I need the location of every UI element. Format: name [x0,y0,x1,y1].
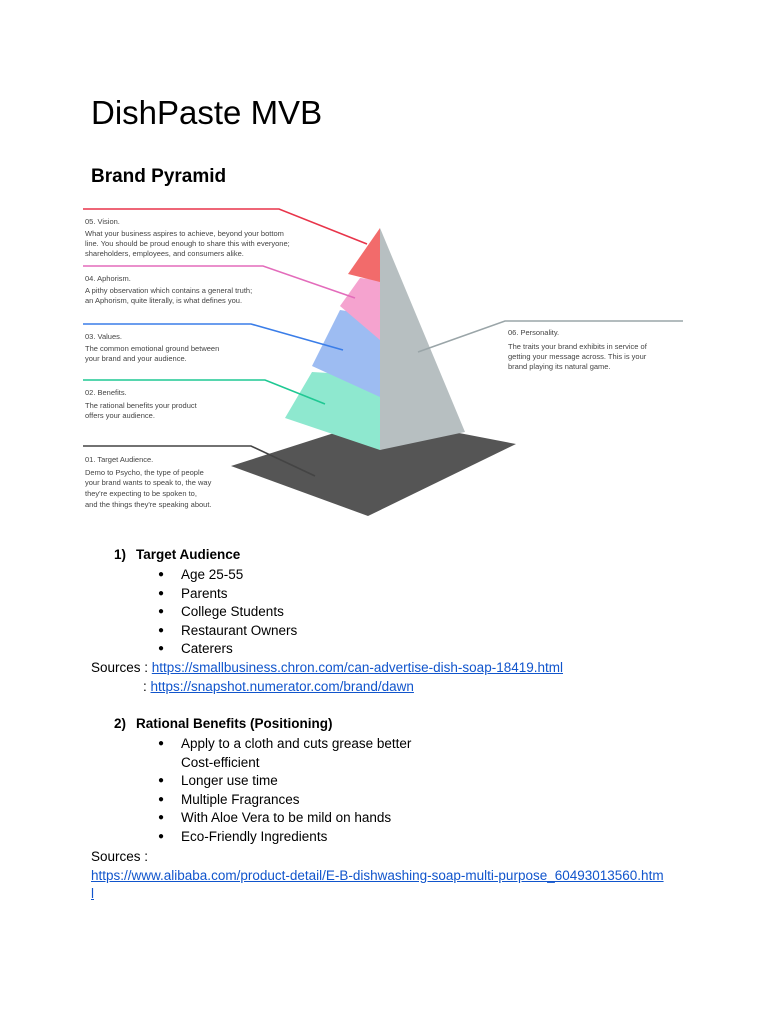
section-heading-rational-benefits: 2) Rational Benefits (Positioning) [114,716,333,731]
tier-benefits [285,372,380,450]
level-vision-line: shareholders, employees, and consumers a… [85,249,244,258]
list-item-text: Eco-Friendly Ingredients [181,828,328,844]
level-target-heading: 01. Target Audience. [85,455,153,464]
list-item-text: Apply to a cloth and cuts grease better [181,736,412,751]
sources-label: Sources : [91,660,149,675]
pyramid-base [231,418,516,516]
source-link[interactable]: https://www.alibaba.com/product-detail/E… [91,867,664,883]
level-benefits-line: offers your audience. [85,411,155,420]
list-item-text: With Aloe Vera to be mild on hands [181,810,392,826]
level-personality-line: brand playing its natural game. [508,362,611,371]
level-target-line: Demo to Psycho, the type of people [85,468,204,477]
bullet-icon: ● [158,738,165,749]
level-target-line: and the things they're speaking about. [85,500,212,509]
list-item: ● Caterers [158,640,297,659]
bullet-icon: ● [158,643,165,655]
bullet-icon: ● [158,793,165,805]
section-number: 2) [114,716,127,731]
leader-values [83,323,344,351]
list-item-text: Age 25-55 [181,567,244,582]
level-vision-heading: 05. Vision. [85,217,120,226]
document-title: DishPaste MVB [91,94,323,131]
level-personality-line: getting your message across. This is you… [508,352,647,361]
tier-vision [348,228,380,282]
bullet-icon: ● [158,624,165,636]
level-values-line: The common emotional ground between [85,344,219,353]
sources-block-2: Sources : https://www.alibaba.com/produc… [91,848,664,904]
list-item: ● With Aloe Vera to be mild on hands [158,809,411,828]
bullet-list-target-audience: ● Age 25-55 ● Parents ● College Students ● R… [158,566,297,659]
list-item: ● Restaurant Owners [158,622,297,641]
list-item-continuation: Cost-efficient [181,754,260,770]
list-item: ● Apply to a cloth and cuts grease better [158,735,411,754]
level-vision-line: line. You should be proud enough to shar… [85,239,290,248]
level-personality-heading: 06. Personality. [508,328,559,337]
list-item-text: Restaurant Owners [181,622,298,638]
leader-personality [417,320,683,353]
source-link[interactable]: https://smallbusiness.chron.com/can-adve… [151,660,563,675]
bullet-icon: ● [158,830,165,842]
bullet-list-rational-benefits: ● Apply to a cloth and cuts grease better… [158,735,411,847]
source-prefix: : [143,678,147,694]
bullet-icon: ● [158,587,165,599]
brand-pyramid-diagram: 05. Vision. What your business aspires t… [83,208,683,516]
leader-benefits [83,379,326,405]
list-item: ● Longer use time [158,772,411,791]
list-item: ● Multiple Fragrances [158,791,411,810]
tier-values [312,310,380,397]
list-item: ● Parents [158,585,297,604]
leader-aphorism [83,265,356,299]
level-personality-line: The traits your brand exhibits in servic… [508,342,648,351]
bullet-icon: ● [158,775,165,787]
section-subtitle: Brand Pyramid [91,166,227,187]
section-heading-target-audience: 1) Target Audience [114,547,240,562]
tier-aphorism [340,278,380,340]
source-link[interactable]: https://snapshot.numerator.com/brand/daw… [150,678,414,694]
list-item: ● Age 25-55 [158,566,297,585]
level-benefits-heading: 02. Benefits. [85,388,127,397]
section-title: Target Audience [136,547,241,562]
list-item-text: Parents [181,585,228,601]
level-values-heading: 03. Values. [85,332,122,341]
level-aphorism-heading: 04. Aphorism. [85,274,131,283]
list-item-text: Longer use time [181,773,278,789]
source-link-continuation[interactable]: l [91,886,94,902]
level-target-line: your brand wants to speak to, the way [85,478,212,487]
bullet-icon: ● [158,606,165,618]
level-vision-line: What your business aspires to achieve, b… [85,229,284,238]
level-benefits-line: The rational benefits your product [85,401,198,410]
bullet-icon: ● [158,569,165,580]
leader-vision [83,208,368,245]
list-item-text: Multiple Fragrances [181,791,300,807]
leader-target-audience [83,445,316,477]
list-item-text: Caterers [181,641,233,657]
level-aphorism-line: an Aphorism, quite literally, is what de… [85,296,242,305]
level-target-line: they're expecting to be spoken to, [85,489,197,498]
section-number: 1) [114,547,127,562]
bullet-icon: ● [158,812,165,824]
list-item: ● College Students [158,603,297,622]
pyramid-side-face [380,228,465,450]
list-item-text: College Students [181,604,284,620]
level-values-line: your brand and your audience. [85,354,187,363]
sources-block-1: Sources : https://smallbusiness.chron.co… [91,659,563,696]
level-aphorism-line: A pithy observation which contains a gen… [85,286,252,295]
section-title: Rational Benefits (Positioning) [136,716,333,731]
sources-label: Sources : [91,849,149,864]
list-item: ● Eco-Friendly Ingredients [158,828,411,847]
